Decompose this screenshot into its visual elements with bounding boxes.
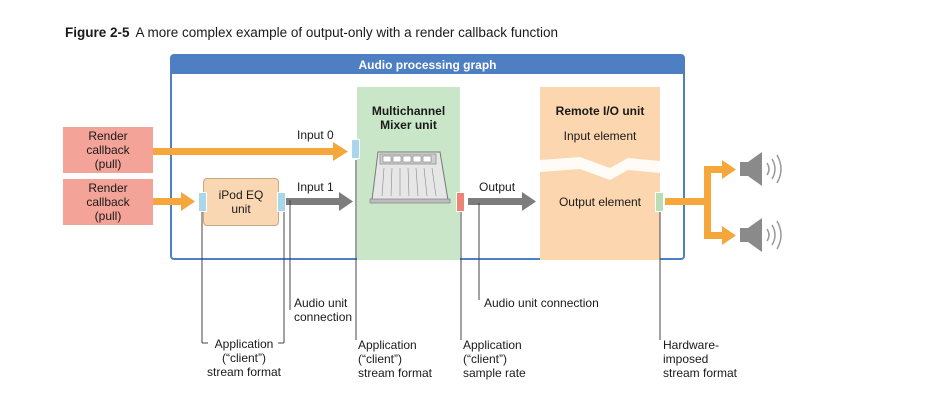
graph-title: Audio processing graph — [172, 56, 683, 74]
hardware-imposed-stream-format-annotation: Hardware-imposed stream format — [663, 338, 738, 380]
render-callback-label: Render callback (pull) — [86, 181, 130, 223]
audio-unit-connection-annotation-1: Audio unit connection — [294, 296, 353, 324]
mixer-label: Multichannel Mixer unit — [371, 104, 446, 132]
input1-label: Input 1 — [297, 180, 334, 194]
render-callback-top: Render callback (pull) — [63, 127, 153, 173]
app-client-stream-format-annotation-2: Application (“client”) stream format — [358, 338, 433, 380]
app-client-sample-rate-annotation: Application (“client”) sample rate — [463, 338, 526, 380]
arrow-to-speakers — [665, 160, 736, 245]
input-element-label: Input element — [563, 129, 637, 143]
output-element-label: Output element — [558, 195, 642, 209]
render-callback-label: Render callback (pull) — [86, 129, 130, 171]
remote-io-output-port — [655, 192, 664, 212]
arrow-input1 — [286, 192, 353, 211]
arrow-output — [468, 192, 536, 211]
figure-number: Figure 2-5 — [65, 25, 130, 40]
mixer-input0-port — [351, 139, 360, 159]
output-label: Output — [479, 180, 516, 194]
figure-title: A more complex example of output-only wi… — [135, 25, 558, 40]
ipod-output-port — [277, 192, 286, 212]
ipod-input-port — [198, 192, 207, 212]
ipod-eq-label: iPod EQ unit — [218, 188, 264, 216]
audio-unit-connection-annotation-2: Audio unit connection — [484, 296, 599, 310]
speaker-icon — [740, 152, 782, 186]
mixer-output-port — [456, 192, 465, 212]
speaker-icon — [740, 218, 782, 252]
remote-io-title: Remote I/O unit — [555, 104, 645, 118]
remote-io-unit: Remote I/O unit Input element Output ele… — [540, 87, 660, 260]
input0-label: Input 0 — [297, 128, 334, 142]
arrow-input0 — [153, 142, 348, 161]
figure-caption: Figure 2-5 A more complex example of outp… — [65, 25, 558, 40]
render-callback-bottom: Render callback (pull) — [63, 179, 153, 225]
app-client-stream-format-annotation-1: Application (“client”) stream format — [206, 337, 281, 379]
remote-io-break — [540, 157, 660, 180]
leader-lines — [201, 160, 661, 344]
arrow-to-ipod — [153, 192, 195, 211]
mixer-console-icon — [369, 151, 451, 204]
